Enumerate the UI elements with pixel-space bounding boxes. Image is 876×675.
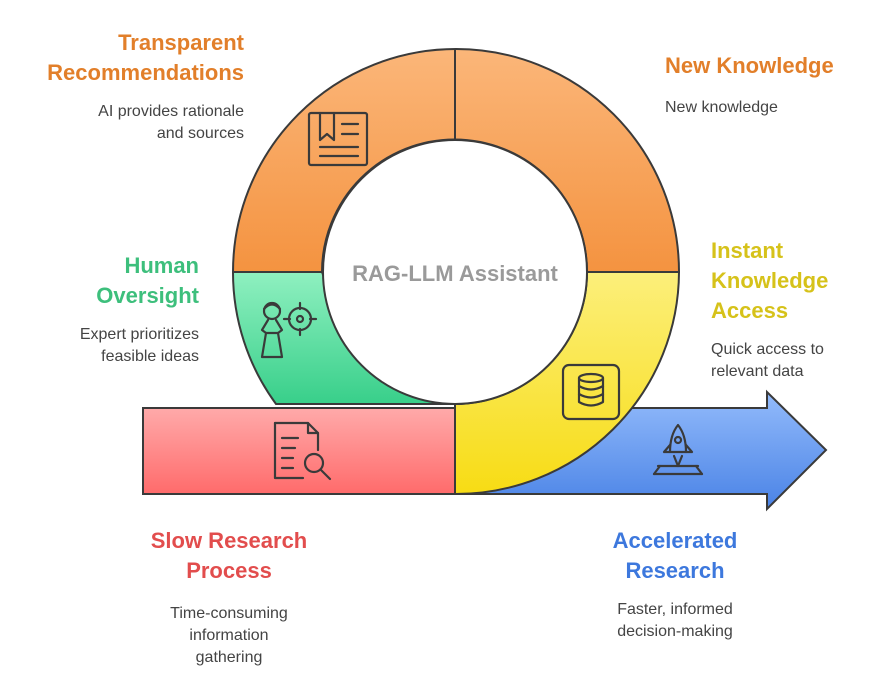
person-target-icon [260, 301, 318, 359]
transparent-title: Transparent Recommendations [47, 30, 244, 85]
center-label: RAG-LLM Assistant [352, 261, 558, 286]
accelerated-desc: Faster, informed decision-making [617, 601, 733, 640]
slow-desc: Time-consuming information gathering [170, 605, 288, 666]
instant-desc: Quick access to relevant data [711, 341, 824, 380]
new-knowledge-title: New Knowledge [665, 53, 834, 78]
instant-title: Instant Knowledge Access [711, 238, 829, 323]
human-desc: Expert prioritizes feasible ideas [79, 326, 199, 365]
human-title: Human Oversight [96, 253, 199, 308]
center-circle [322, 139, 588, 405]
document-search-icon [273, 421, 332, 481]
slow-research-bar [142, 407, 456, 495]
slow-title: Slow Research Process [150, 528, 308, 583]
database-icon [561, 363, 621, 421]
accelerated-title: Accelerated Research [612, 528, 738, 583]
rocket-icon [652, 423, 704, 476]
transparent-desc: AI provides rationale and sources [98, 103, 244, 142]
document-bookmark-icon [307, 111, 369, 167]
new-knowledge-desc: New knowledge [665, 99, 778, 116]
